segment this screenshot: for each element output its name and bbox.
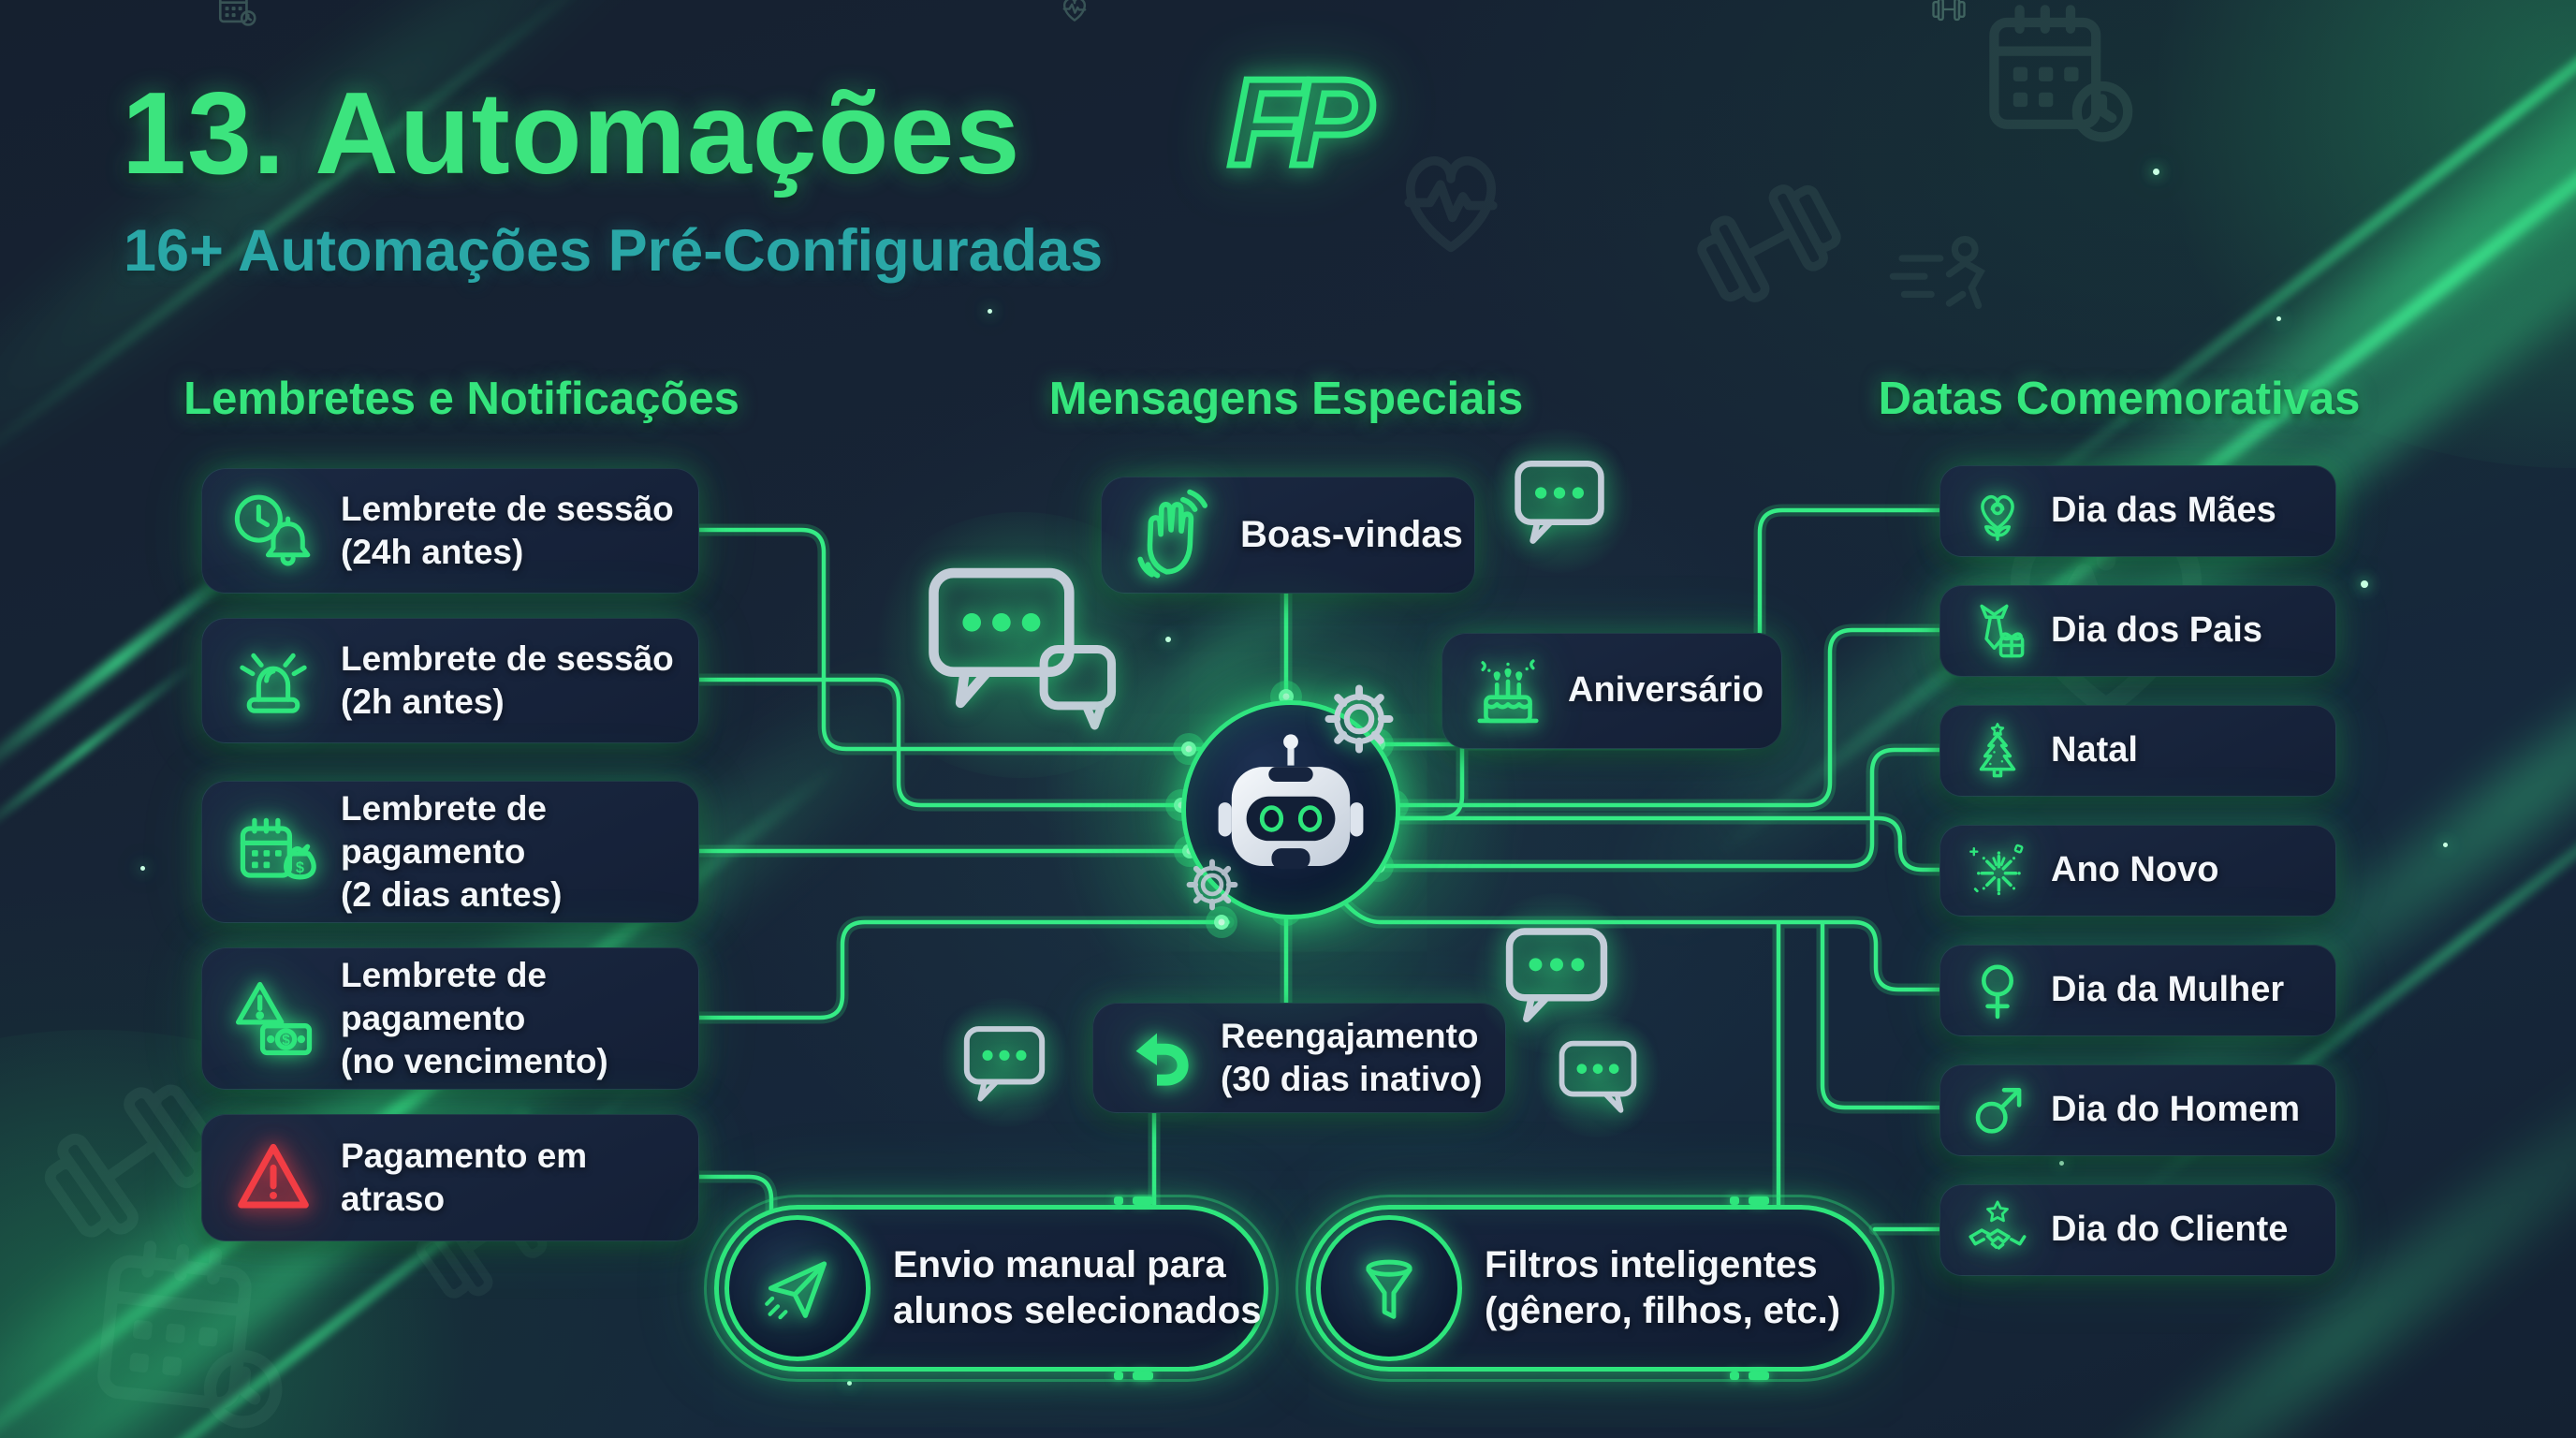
page-subtitle: 16+ Automações Pré-Configuradas (124, 218, 1104, 284)
gear-icon (1181, 854, 1243, 916)
card-label: Lembrete de sessão (24h antes) (341, 490, 674, 571)
corner-bracket (1114, 1372, 1123, 1380)
handshake-star-icon (1969, 1200, 2027, 1250)
card-womens-day: Dia da Mulher (1939, 945, 2336, 1036)
card-mens-day: Dia do Homem (1939, 1064, 2336, 1156)
corner-bracket (1749, 1196, 1769, 1205)
card-label: Pagamento em atraso (341, 1137, 588, 1218)
chat-bubble-icon (1481, 429, 1638, 573)
sparkle (988, 309, 992, 314)
card-welcome: Boas-vindas (1101, 477, 1475, 594)
svg-text:FP: FP (1228, 53, 1374, 191)
pill-label: Filtros inteligentes (gênero, filhos, et… (1485, 1244, 1841, 1331)
card-payment-late: Pagamento em atraso (201, 1114, 699, 1241)
sparkle (2153, 169, 2159, 175)
card-label: Natal (2051, 730, 2138, 770)
fireworks-icon (1969, 843, 2025, 897)
funnel-icon (1316, 1215, 1462, 1361)
corner-bracket (1749, 1372, 1769, 1380)
heart-flower-icon (1981, 494, 2014, 541)
card-session-reminder-2h: Lembrete de sessão (2h antes) (201, 618, 699, 743)
chat-bubble-icon (1530, 1014, 1665, 1137)
sparkle (2361, 580, 2368, 588)
pill-manual-send: Envio manual para alunos selecionados (704, 1195, 1279, 1382)
male-symbol-icon (1965, 1078, 2030, 1143)
return-arrow-icon (1135, 1033, 1189, 1086)
corner-bracket (1114, 1196, 1123, 1205)
robot-avatar (1181, 700, 1400, 919)
card-payment-reminder-2days: Lembrete de pagamento (2 dias antes) (201, 781, 699, 923)
card-label: Dia do Cliente (2051, 1210, 2289, 1250)
sparkle (140, 866, 145, 871)
sparkle (1165, 637, 1171, 642)
card-label: Dia da Mulher (2051, 970, 2285, 1010)
pill-smart-filters: Filtros inteligentes (gênero, filhos, et… (1295, 1195, 1895, 1382)
alert-triangle-icon (232, 1137, 315, 1219)
christmas-tree-icon (1979, 722, 2016, 778)
column-header-special-messages: Mensagens Especiais (1048, 374, 1524, 424)
card-reengagement: Reengajamento (30 dias inativo) (1092, 1003, 1506, 1113)
card-new-year: Ano Novo (1939, 825, 2336, 917)
robot-icon (1218, 734, 1364, 870)
card-birthday: Aniversário (1442, 633, 1782, 749)
warning-money-icon (230, 974, 320, 1064)
sparkle (2059, 1161, 2064, 1166)
card-session-reminder-24h: Lembrete de sessão (24h antes) (201, 468, 699, 594)
card-label: Dia das Mães (2051, 491, 2276, 531)
corner-bracket (1133, 1196, 1153, 1205)
female-symbol-icon (1965, 958, 2030, 1023)
gear-icon (1318, 678, 1400, 760)
paper-plane-icon (724, 1215, 871, 1361)
calendar-money-icon (230, 807, 320, 897)
chat-bubble-icon (1468, 892, 1646, 1055)
card-label: Lembrete de sessão (2h antes) (341, 639, 674, 721)
card-label: Dia dos Pais (2051, 610, 2262, 651)
column-header-dates: Datas Comemorativas (1878, 374, 2361, 424)
sparkle (2443, 843, 2448, 847)
chat-bubbles-icon (862, 511, 1180, 779)
clock-bell-icon (230, 488, 316, 574)
card-label: Lembrete de pagamento (2 dias antes) (341, 789, 563, 914)
column-header-reminders: Lembretes e Notificações (183, 374, 739, 424)
card-label: Dia do Homem (2051, 1090, 2301, 1130)
pill-label: Envio manual para alunos selecionados (893, 1244, 1262, 1331)
fp-logo: FP (1225, 51, 1391, 195)
sparkle (847, 1381, 852, 1386)
card-label: Boas-vindas (1240, 513, 1463, 555)
card-label: Ano Novo (2051, 850, 2219, 890)
sparkle (2276, 316, 2281, 321)
card-label: Reengajamento (30 dias inativo) (1221, 1017, 1483, 1098)
card-label: Lembrete de pagamento (no vencimento) (341, 956, 608, 1080)
card-christmas: Natal (1939, 705, 2336, 797)
card-label: Aniversário (1568, 670, 1764, 711)
card-fathers-day: Dia dos Pais (1939, 585, 2336, 677)
tie-gift-icon (1980, 604, 2025, 658)
card-payment-reminder-due: Lembrete de pagamento (no vencimento) (201, 947, 699, 1090)
corner-bracket (1730, 1196, 1739, 1205)
card-mothers-day: Dia das Mães (1939, 465, 2336, 557)
siren-icon (230, 638, 316, 724)
card-customer-day: Dia do Cliente (1939, 1184, 2336, 1276)
page-title: 13. Automações (122, 69, 1021, 198)
corner-bracket (1133, 1372, 1153, 1380)
corner-bracket (1730, 1372, 1739, 1380)
chat-bubble-icon (933, 998, 1076, 1127)
